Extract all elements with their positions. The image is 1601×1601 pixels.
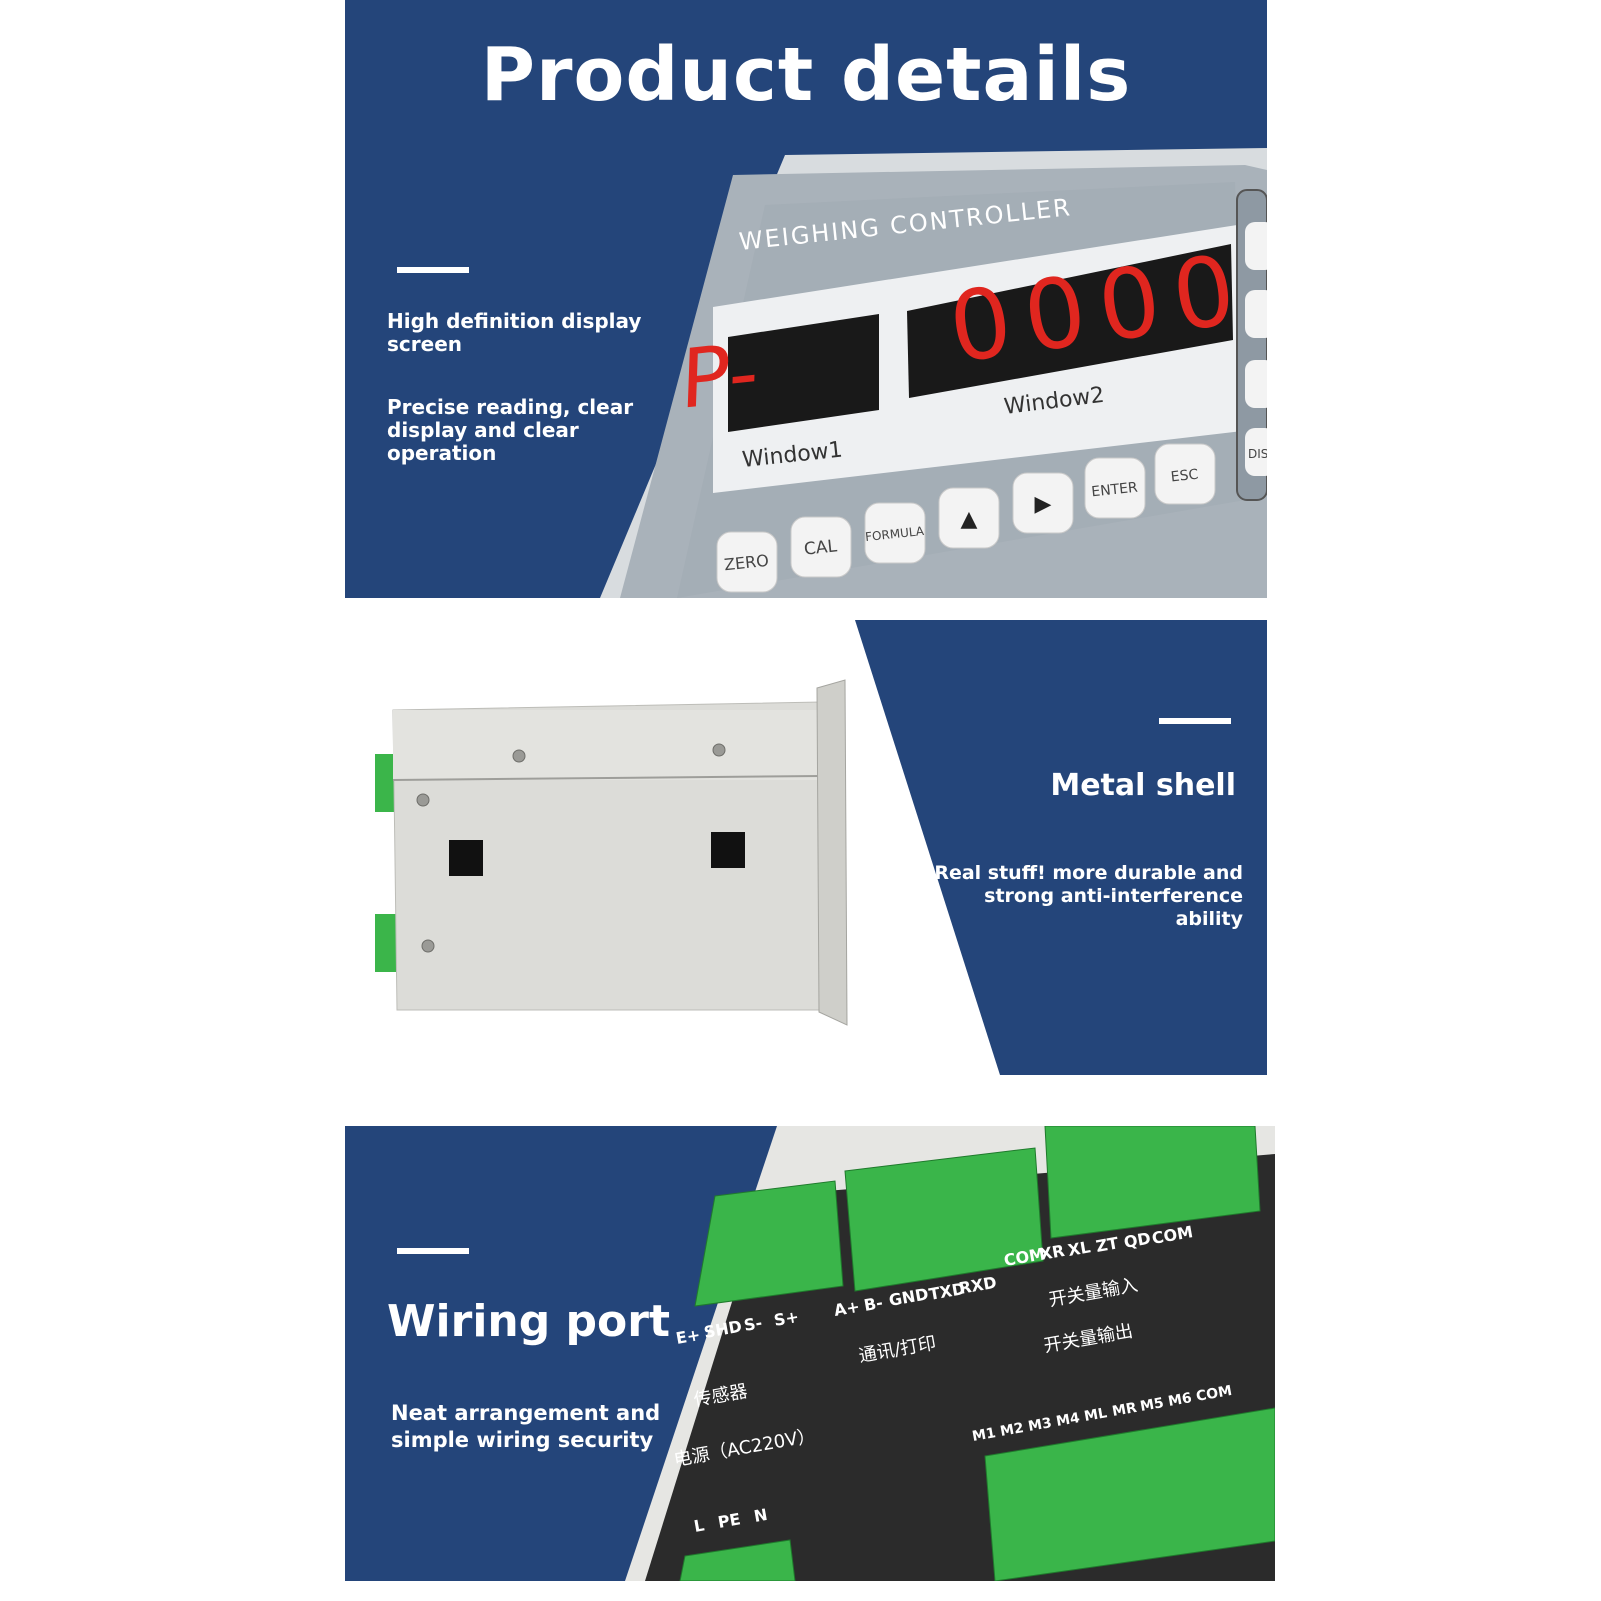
sensor-pin-label: S- — [742, 1313, 763, 1335]
window1-reading: P- — [679, 326, 760, 428]
output-pin-label: COM — [1195, 1383, 1233, 1405]
accent-dash — [397, 267, 469, 273]
input-pin-label: XL — [1066, 1237, 1091, 1260]
enter-button[interactable]: ENTER — [1084, 457, 1146, 519]
disp-button-label: DISP — [1248, 447, 1267, 461]
esc-button-label: ESC — [1170, 467, 1199, 486]
power-pin-label: N — [752, 1505, 768, 1526]
comm-pin-label: B- — [862, 1293, 884, 1315]
output-pin-label: ML — [1083, 1405, 1108, 1425]
output-pin-label: M1 — [971, 1425, 997, 1445]
display-section: Product details WEIGHING CONTROLLER P- 0… — [345, 0, 1267, 598]
input-pin-label: XR — [1038, 1241, 1066, 1264]
wiring-desc: Neat arrangement and simple wiring secur… — [391, 1401, 661, 1452]
comm-pin-label: A+ — [832, 1297, 861, 1320]
page-title: Product details — [480, 32, 1132, 118]
cal-button-label: CAL — [803, 536, 838, 559]
sensor-pin-label: S+ — [772, 1307, 800, 1330]
output-pin-label: M5 — [1139, 1395, 1165, 1415]
sensor-pin-label: E+ — [674, 1325, 701, 1348]
output-pin-label: M4 — [1055, 1410, 1081, 1430]
accent-dash — [1159, 718, 1231, 724]
output-pin-label: MR — [1111, 1400, 1138, 1420]
esc-button[interactable]: ESC — [1154, 443, 1216, 505]
input-pin-label: QD — [1122, 1229, 1152, 1252]
feature-title: High definition display screen — [387, 309, 642, 356]
zero-button[interactable]: ZERO — [716, 531, 778, 593]
formula-button[interactable]: FORMULA — [864, 502, 926, 564]
right-arrow-icon: ▶ — [1035, 492, 1052, 517]
zero-button-label: ZERO — [723, 551, 770, 575]
wiring-section: E+ SHD S- S+ A+ B- GND TXD RXD COM XR XL… — [345, 1126, 1275, 1581]
terminal-block-comm — [844, 1147, 1044, 1292]
power-pin-label: L — [692, 1515, 705, 1535]
wiring-panel-image: E+ SHD S- S+ A+ B- GND TXD RXD COM XR XL… — [625, 1126, 1275, 1581]
shell-desc: Real stuff! more durable and strong anti… — [934, 862, 1243, 930]
feature-desc: Precise reading, clear display and clear… — [387, 395, 634, 465]
controller-front-panel: WEIGHING CONTROLLER P- 0000 Window1 Wind… — [600, 148, 1267, 598]
accent-dash — [397, 1248, 469, 1254]
keypad: ZERO CAL FORMULA ▲ ▶ ENTER — [716, 443, 1216, 593]
shell-section: Metal shell Real stuff! more durable and… — [345, 620, 1267, 1075]
output-pin-label: M3 — [1027, 1415, 1053, 1435]
right-button[interactable]: ▶ — [1012, 472, 1074, 534]
terminal-block-power — [679, 1539, 796, 1581]
cal-button[interactable]: CAL — [790, 516, 852, 578]
terminal-block-sensor — [694, 1180, 844, 1307]
input-pin-label: ZT — [1094, 1233, 1120, 1256]
wiring-heading: Wiring port — [387, 1296, 670, 1347]
terminal-block-output — [984, 1407, 1275, 1581]
formula-button-label: FORMULA — [865, 524, 926, 544]
terminal-block-input — [1044, 1126, 1261, 1239]
output-pin-label: M6 — [1167, 1390, 1193, 1410]
power-pin-label: PE — [716, 1509, 742, 1532]
enter-button-label: ENTER — [1091, 480, 1139, 501]
up-arrow-icon: ▲ — [961, 507, 978, 532]
shell-heading: Metal shell — [1050, 768, 1236, 803]
up-button[interactable]: ▲ — [938, 487, 1000, 549]
metal-shell-image — [375, 620, 1267, 1075]
output-pin-label: M2 — [999, 1420, 1025, 1440]
disp-button[interactable] — [1245, 428, 1267, 476]
